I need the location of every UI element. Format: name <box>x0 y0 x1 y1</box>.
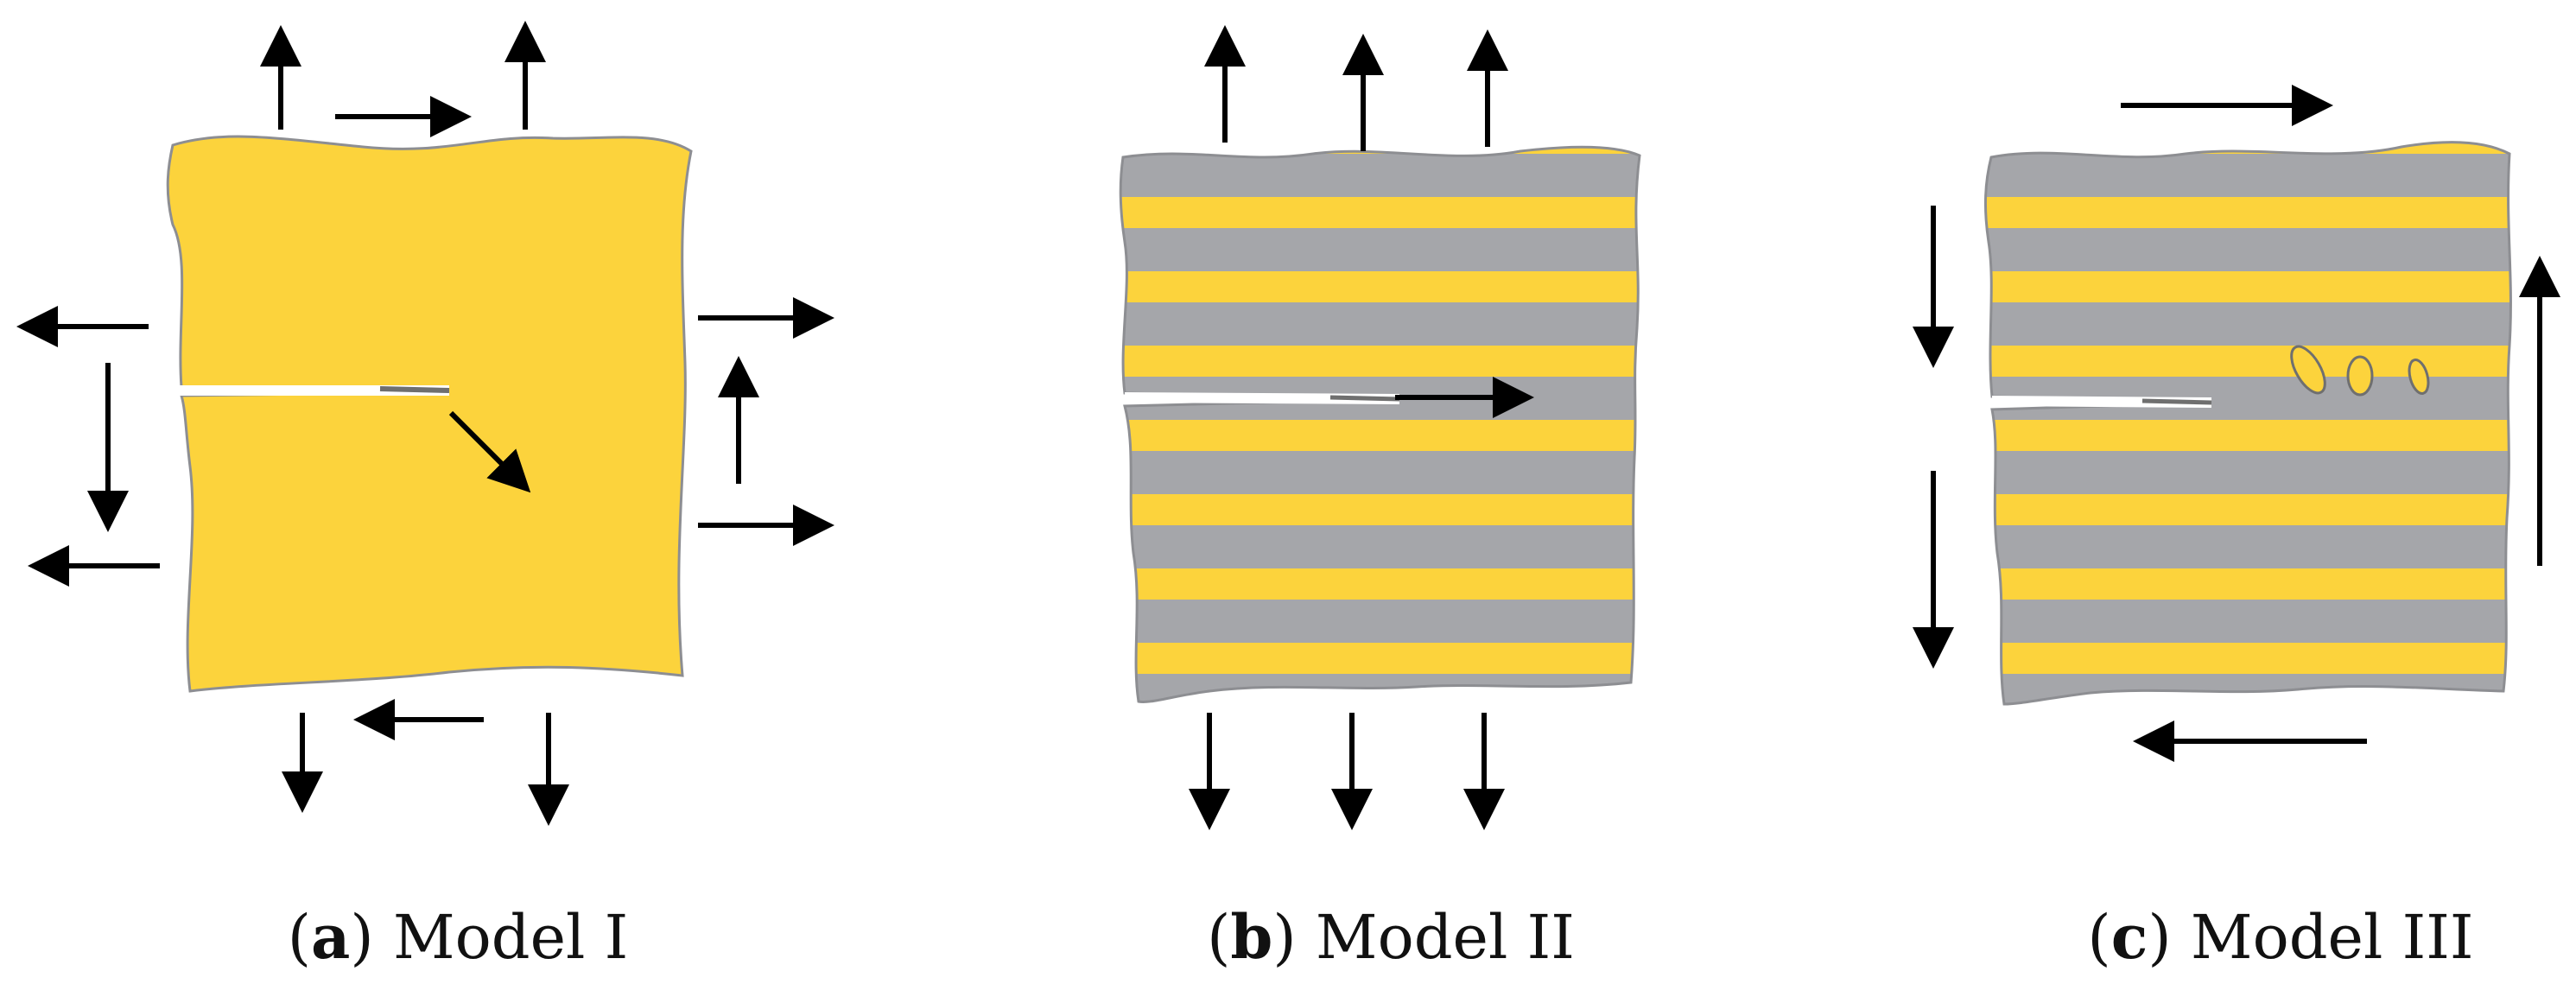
specimen-block-a <box>166 135 693 693</box>
caption-label: Model I <box>392 902 629 973</box>
caption-model-ii: (b) Model II <box>1207 901 1575 973</box>
caption-label: Model II <box>1315 902 1575 973</box>
panel-model-iii <box>1913 85 2560 762</box>
caption-model-iii: (c) Model III <box>2087 901 2474 973</box>
panel-model-ii <box>1119 25 1641 830</box>
caption-letter: a <box>311 901 351 973</box>
panel-model-i <box>16 21 834 826</box>
caption-letter: c <box>2110 901 2148 973</box>
void-2 <box>2346 355 2374 397</box>
arrow-a-diagonal <box>448 410 531 493</box>
void-3 <box>2408 359 2430 395</box>
specimen-block-c <box>1983 141 2512 706</box>
void-1 <box>2290 345 2326 395</box>
caption-letter: b <box>1230 901 1273 973</box>
caption-label: Model III <box>2190 902 2474 973</box>
crack-a-tip <box>379 386 450 393</box>
crack-c-tip <box>2141 398 2212 405</box>
caption-model-i: (a) Model I <box>287 901 629 973</box>
specimen-block-b <box>1119 145 1641 704</box>
crack-b-tip <box>1329 395 1400 402</box>
